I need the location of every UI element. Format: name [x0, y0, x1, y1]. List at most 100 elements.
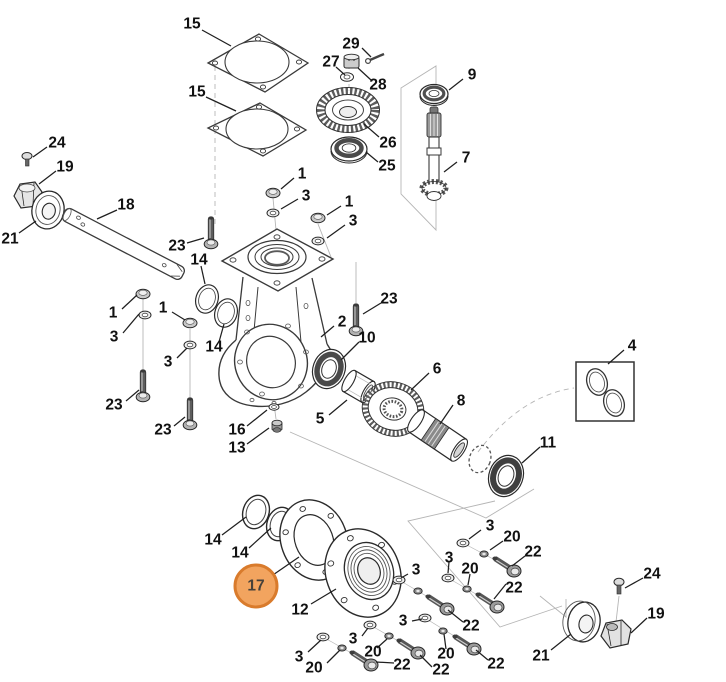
leader-line	[246, 409, 268, 427]
callout-20: 20	[364, 644, 381, 661]
leader-line	[521, 446, 541, 464]
leader-line	[320, 325, 335, 338]
leader-line	[448, 78, 464, 91]
callout-3: 3	[110, 329, 119, 346]
callout-1: 1	[109, 305, 118, 322]
callout-28: 28	[369, 77, 387, 94]
callout-19: 19	[56, 159, 74, 176]
callout-2: 2	[338, 314, 347, 331]
callout-3: 3	[399, 613, 408, 630]
leader-line	[361, 47, 372, 58]
cotter-pin	[365, 52, 385, 64]
leader-line	[96, 209, 118, 220]
flat-washer	[363, 620, 377, 630]
leader-line	[221, 516, 247, 536]
leader-line	[411, 618, 423, 622]
assembly-fence-bolts	[407, 500, 563, 628]
flange-nut	[135, 288, 151, 300]
sealing-washer-16	[268, 403, 280, 411]
leader-line	[447, 609, 464, 623]
callout-25: 25	[378, 158, 396, 175]
callout-3: 3	[445, 550, 454, 567]
leader-line	[122, 313, 140, 334]
seal-kit-reference-curve	[477, 387, 575, 453]
bearing-cover-12	[324, 528, 402, 618]
gearbox-housing	[218, 228, 335, 408]
leader-line	[362, 302, 382, 315]
callout-20: 20	[503, 529, 520, 546]
callout-8: 8	[457, 393, 466, 410]
callout-29: 29	[342, 36, 360, 53]
leader-line	[38, 170, 57, 185]
callout-22: 22	[524, 544, 541, 561]
lock-washer	[438, 627, 448, 635]
castle-nut-right	[600, 619, 632, 649]
callout-15: 15	[188, 84, 206, 101]
stack-axis	[317, 223, 332, 258]
leader-line	[200, 265, 206, 285]
leader-line	[173, 416, 186, 427]
clamp-screw-right	[613, 577, 625, 595]
callout-4: 4	[628, 338, 637, 355]
callout-14: 14	[205, 339, 223, 356]
flat-washer	[456, 538, 470, 548]
leader-line	[280, 177, 295, 190]
callout-22: 22	[462, 618, 479, 635]
highlighted-part-circle	[233, 563, 279, 609]
leader-line	[443, 633, 447, 650]
leader-line	[246, 427, 270, 445]
callout-27: 27	[322, 54, 339, 71]
hub-washer-right	[562, 600, 601, 643]
gasket-plate-top	[206, 33, 310, 93]
leader-line	[550, 633, 572, 651]
lock-washer	[413, 587, 423, 595]
callout-24: 24	[48, 135, 66, 152]
leader-line	[121, 294, 138, 310]
assembly-fence-shaft	[400, 65, 437, 232]
leader-line	[328, 399, 348, 416]
callout-23: 23	[154, 422, 172, 439]
leader-line	[630, 617, 648, 634]
leader-line	[475, 649, 489, 661]
flat-washer	[138, 310, 152, 320]
callout-24: 24	[643, 566, 661, 583]
output-bearing-11	[487, 454, 525, 498]
callout-1: 1	[159, 300, 168, 317]
drain-plug-13	[271, 419, 283, 433]
leader-line	[326, 649, 341, 664]
callout-22: 22	[432, 662, 449, 679]
shaft-ball-bearing	[419, 83, 449, 106]
callout-1: 1	[298, 166, 307, 183]
leader-line	[326, 205, 342, 216]
leader-line	[248, 527, 272, 549]
callout-11: 11	[540, 435, 557, 452]
callout-12: 12	[291, 602, 308, 619]
leader-line	[447, 561, 450, 574]
leader-line	[375, 661, 395, 664]
leader-line	[340, 341, 360, 361]
leader-line	[280, 198, 299, 210]
leader-line	[410, 372, 430, 391]
callout-15: 15	[183, 16, 201, 33]
leader-line	[439, 404, 454, 425]
assembly-fence-hub	[539, 595, 567, 618]
flat-washer	[183, 340, 197, 350]
callout-10: 10	[358, 330, 375, 347]
slotted-washer	[340, 72, 354, 82]
leader-line	[269, 556, 300, 578]
leader-line	[310, 588, 337, 605]
leader-line	[18, 220, 37, 234]
callout-17: 17	[247, 578, 264, 595]
callout-19: 19	[647, 606, 665, 623]
output-seal-bearing-10	[311, 348, 347, 390]
leader-line	[468, 529, 482, 540]
leader-line	[443, 161, 458, 173]
leader-line	[607, 349, 625, 365]
callout-3: 3	[302, 188, 311, 205]
flange-nut	[265, 187, 281, 199]
thrust-washer-left	[31, 190, 65, 230]
leader-line	[400, 573, 409, 579]
callout-21: 21	[532, 648, 550, 665]
